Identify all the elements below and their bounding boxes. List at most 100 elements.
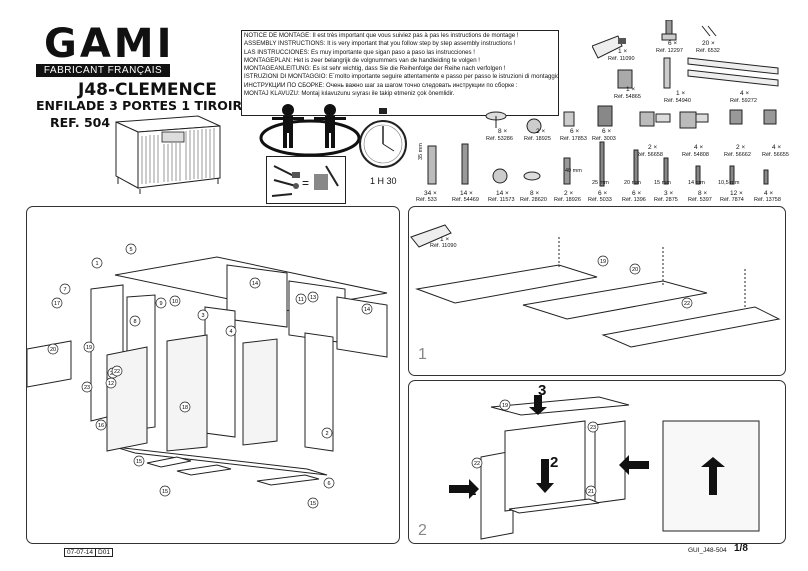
part-number: 23 bbox=[84, 385, 90, 391]
hardware-count: 2 × bbox=[536, 128, 546, 135]
hinge-icon bbox=[639, 111, 671, 127]
part-number: 15 bbox=[310, 501, 316, 507]
part-number-callout: 20 bbox=[47, 343, 59, 355]
part-number: 3 bbox=[201, 313, 204, 319]
notice-line: ИНСТРУКЦИИ ПО СБОРКЕ: Очень важно шаг за… bbox=[244, 81, 518, 89]
plinth bbox=[176, 464, 232, 476]
shelf-support-icon bbox=[485, 111, 507, 128]
hardware-size: 25 mm bbox=[592, 180, 609, 186]
dowel-icon bbox=[661, 20, 677, 41]
hardware-ref: Réf. 18925 bbox=[524, 136, 551, 142]
hardware-size: 20 mm bbox=[624, 180, 641, 186]
part-number-callout: 15 bbox=[307, 497, 319, 509]
part-number-callout: 7 bbox=[59, 283, 71, 295]
screw-icon bbox=[599, 141, 605, 187]
washer-icon bbox=[523, 171, 541, 181]
part-number-callout: 14 bbox=[249, 277, 261, 289]
brand-tagline: FABRICANT FRANÇAIS bbox=[36, 64, 170, 77]
hardware-count: 2 × bbox=[736, 144, 746, 151]
part-number-callout: 14 bbox=[361, 303, 373, 315]
hardware-illustrations-bottom bbox=[427, 141, 769, 187]
hardware-count: 1 × bbox=[626, 86, 636, 93]
side-23 bbox=[594, 420, 626, 504]
hardware-ref: Réf. 54469 bbox=[452, 197, 479, 203]
part-number-callout: 17 bbox=[51, 297, 63, 309]
furniture-thumbnail bbox=[115, 115, 221, 194]
plinth bbox=[146, 456, 192, 468]
hardware-size: 10,5 mm bbox=[718, 180, 740, 186]
hardware-ref: Réf. 11573 bbox=[488, 197, 515, 203]
assembly-time: 1 H 30 bbox=[370, 176, 397, 186]
part-number: 1 bbox=[95, 261, 98, 267]
board-19 bbox=[490, 396, 630, 416]
arrow-down-icon bbox=[536, 459, 554, 493]
hardware-count: 14 × bbox=[496, 190, 509, 197]
part-number: 13 bbox=[310, 295, 316, 301]
stopwatch-icon bbox=[359, 108, 407, 168]
hinge-icon bbox=[679, 111, 709, 129]
hardware-ref: Réf. 54865 bbox=[614, 94, 641, 100]
exploded-view-panel: 1234567891011121314141515151617181920212… bbox=[26, 206, 400, 544]
hardware-ref: Réf. 18926 bbox=[554, 197, 581, 203]
spacer-icon bbox=[563, 111, 575, 127]
screw-icon bbox=[663, 157, 669, 185]
part-number: 19 bbox=[502, 403, 508, 409]
hardware-ref: Réf. 54808 bbox=[682, 152, 709, 158]
hinge-base-icon bbox=[729, 109, 743, 125]
back-panel bbox=[226, 264, 288, 328]
hardware-count: 8 × bbox=[530, 190, 540, 197]
hardware-ref: Réf. 3003 bbox=[592, 136, 616, 142]
hardware-ref: Réf. 1396 bbox=[622, 197, 646, 203]
hardware-illustrations-middle bbox=[485, 105, 777, 134]
part-number: 2 bbox=[325, 431, 328, 437]
part-number-callout: 22 bbox=[471, 457, 483, 469]
hardware-ref: Réf. 2875 bbox=[654, 197, 678, 203]
part-number: 8 bbox=[133, 319, 136, 325]
drawer-front bbox=[26, 340, 72, 388]
notice-line: MONTAGEPLAN: Het is zeer belangrijk de v… bbox=[244, 56, 480, 64]
screw-icon bbox=[695, 165, 701, 185]
hardware-count: 3 × bbox=[664, 190, 674, 197]
hardware-ref: Réf. 59272 bbox=[730, 98, 757, 104]
bottom-21 bbox=[508, 498, 600, 514]
page-number: 1/8 bbox=[734, 543, 748, 554]
hardware-size: 35 mm bbox=[418, 143, 424, 160]
hardware-count: 1 × bbox=[618, 48, 628, 55]
arrow-up-icon bbox=[701, 457, 725, 495]
part-number: 15 bbox=[136, 459, 142, 465]
svg-text:=: = bbox=[302, 176, 309, 190]
arrow-number: 1 bbox=[468, 482, 477, 499]
hardware-size: 14 mm bbox=[688, 180, 705, 186]
notice-line: LAS INSTRUCCIONES: Es muy importante que… bbox=[244, 48, 475, 56]
doc-id: GUI_J48-504 bbox=[688, 547, 727, 554]
hinge-base-icon bbox=[763, 109, 777, 125]
wooden-dowel-icon bbox=[427, 145, 437, 185]
glue-ref: Réf. 11090 bbox=[430, 243, 457, 249]
brand-logo: GAMI bbox=[44, 21, 175, 67]
assembly-notice: NOTICE DE MONTAGE: Il est très important… bbox=[241, 30, 559, 116]
part-number-callout: 8 bbox=[129, 315, 141, 327]
part-number: 22 bbox=[684, 301, 690, 307]
part-number-callout: 19 bbox=[83, 341, 95, 353]
part-number: 12 bbox=[108, 381, 114, 387]
part-number-callout: 23 bbox=[81, 381, 93, 393]
door-panel bbox=[106, 346, 148, 452]
board-19 bbox=[415, 264, 598, 304]
screw-icon bbox=[729, 165, 735, 185]
part-number-callout: 5 bbox=[125, 243, 137, 255]
hardware-count: 12 × bbox=[730, 190, 743, 197]
hardware-ref: Réf. 533 bbox=[416, 197, 437, 203]
part-number: 23 bbox=[590, 425, 596, 431]
part-number-callout: 11 bbox=[295, 293, 307, 305]
hardware-count: 1 × bbox=[676, 90, 686, 97]
part-number-callout: 20 bbox=[629, 263, 641, 275]
part-number: 14 bbox=[364, 307, 370, 313]
part-number-callout: 15 bbox=[159, 485, 171, 497]
hardware-count: 4 × bbox=[694, 144, 704, 151]
hardware-ref: Réf. 12297 bbox=[656, 48, 683, 54]
hardware-ref: Réf. 5033 bbox=[588, 197, 612, 203]
part-number: 20 bbox=[50, 347, 56, 353]
part-number-callout: 1 bbox=[91, 257, 103, 269]
arrow-number: 2 bbox=[550, 454, 559, 471]
